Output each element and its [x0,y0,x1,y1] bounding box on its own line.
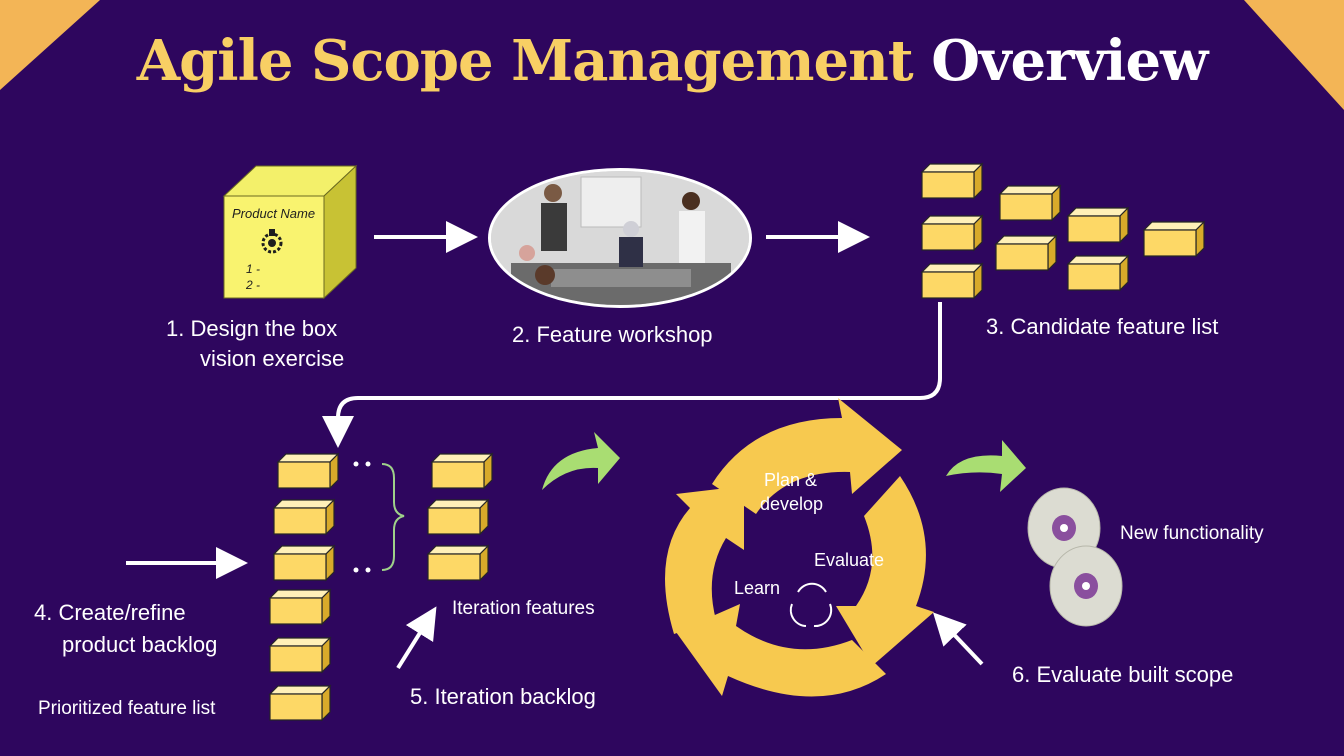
product-line-2: 2 - [246,278,261,292]
cycle-evaluate-label: Evaluate [814,550,885,570]
iteration-features-label: Iteration features [452,598,595,619]
ellipsis-dots [353,461,371,573]
title-part-2: Overview [931,28,1208,94]
product-line-1: 1 - [246,262,261,276]
product-name-label: Product Name [232,206,316,221]
backlog-cubes [269,453,339,721]
workshop-photo-illustration [491,171,749,305]
cycle-develop-label: develop [760,494,824,514]
title-part-1: Agile Scope Management [136,28,914,94]
iteration-cycle [665,398,934,697]
green-arrow-to-cycle [542,432,620,490]
corner-decor-right [1244,0,1344,110]
page-title: Agile Scope Management Overview [0,28,1344,94]
step-2-label: 2. Feature workshop [512,322,713,347]
prioritized-feature-list-label: Prioritized feature list [38,698,216,719]
step-5-label: 5. Iteration backlog [410,684,596,709]
candidate-feature-cubes [921,163,1205,299]
selection-brace [381,463,405,571]
step-4-label-line-1: 4. Create/refine [34,600,186,625]
iteration-feature-cubes [427,453,493,581]
step-1-label-line-1: 1. Design the box [166,316,338,341]
small-cycle-icon [789,582,833,628]
green-arrow-to-output [946,440,1026,492]
disc-icon [1027,487,1123,627]
step-1-label-line-2: vision exercise [200,346,345,371]
arrow-step6 [932,612,984,666]
step-4-label-line-2: product backlog [62,632,218,657]
step-6-label: 6. Evaluate built scope [1012,662,1234,687]
connector-step3-to-step4 [322,302,942,448]
new-functionality-label: New functionality [1120,523,1264,544]
cycle-plan-label: Plan & [764,470,818,490]
product-logo-icon [261,229,283,254]
cycle-learn-label: Learn [734,578,781,598]
product-box [222,164,358,300]
corner-decor-left [0,0,100,90]
arrow-step5 [396,606,437,670]
workshop-photo [488,168,752,308]
step-3-label: 3. Candidate feature list [986,314,1219,339]
